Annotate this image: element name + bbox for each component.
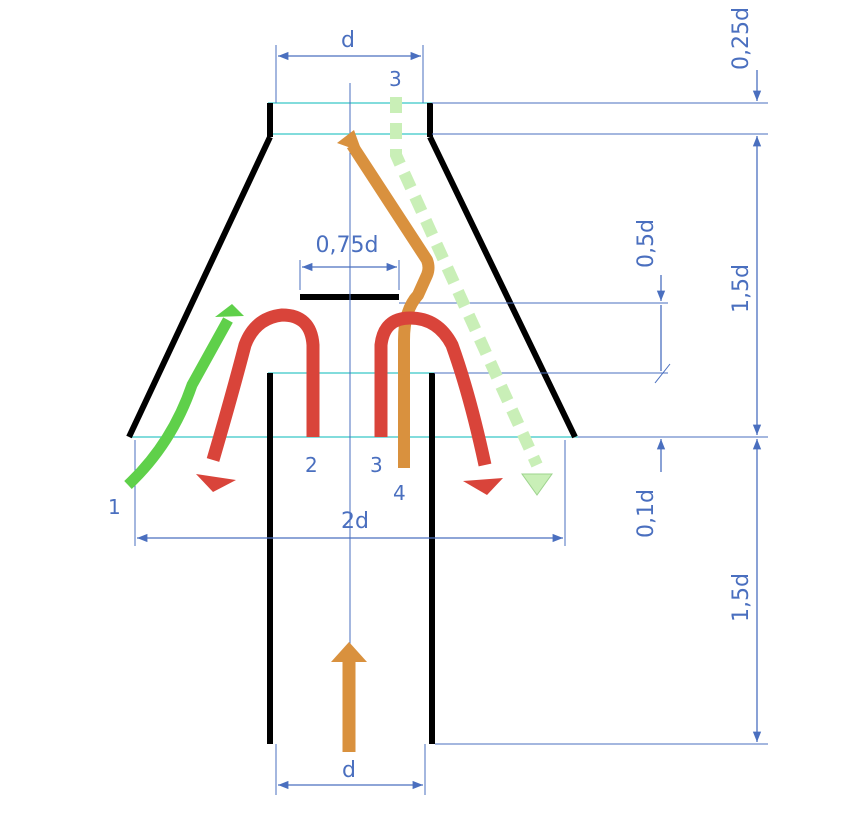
label-05d: 0,5d (634, 219, 659, 268)
flow-arrow-3-head (521, 473, 553, 496)
flow-arrow-2-head (196, 474, 236, 492)
label-2d: 2d (341, 509, 369, 534)
flow-arrow-3-red-body (374, 311, 492, 467)
cap-cone-left (126, 135, 273, 439)
pipe-inflow-arrow-head (331, 642, 367, 662)
label-075d: 0,75d (316, 233, 379, 258)
flow-arrow-2-body (206, 308, 320, 462)
cap-cone-right (427, 135, 578, 439)
extension-lines (134, 45, 768, 795)
flow-arrow-4-head (337, 130, 362, 152)
flow-arrow-1-body (124, 317, 233, 490)
label-01d: 0,1d (634, 489, 659, 538)
flow-arrow-1-head (215, 304, 244, 317)
label-d-bottom: d (342, 758, 356, 783)
label-2: 2 (305, 453, 318, 477)
label-4: 4 (393, 481, 406, 505)
dimension-lines (137, 51, 762, 790)
flow-arrow-3-red-head (463, 478, 503, 495)
label-1: 1 (108, 495, 121, 519)
label-3-top: 3 (389, 67, 402, 91)
label-15d-lower: 1,5d (729, 573, 754, 622)
flow-arrow-4-body (346, 141, 435, 468)
label-d-top: d (341, 28, 355, 53)
flow-arrow-3-dashed (390, 97, 543, 468)
label-3-inner: 3 (370, 453, 383, 477)
label-025d: 0,25d (729, 7, 754, 70)
walls (126, 103, 578, 744)
label-15d-upper: 1,5d (729, 264, 754, 313)
